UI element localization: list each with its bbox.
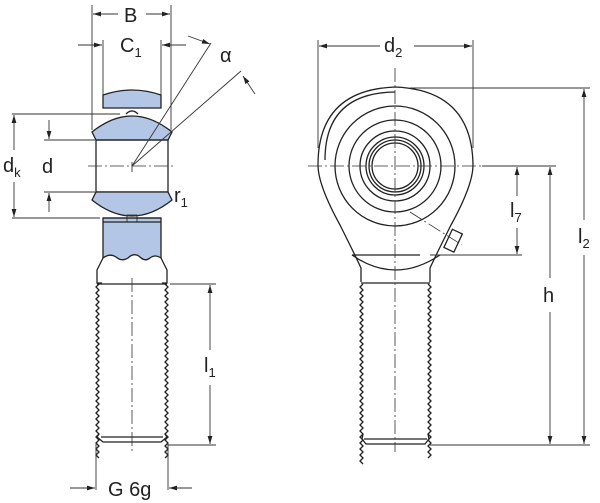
label-l1: l1 [204, 355, 216, 380]
label-d: d [42, 156, 53, 178]
ball-upper [91, 115, 173, 141]
label-alpha: α [220, 45, 232, 67]
side-section-view [88, 89, 176, 459]
label-C1: C1 [120, 35, 142, 60]
label-l2: l2 [578, 226, 590, 251]
front-view [308, 68, 482, 465]
ball-lower [91, 191, 173, 217]
label-B: B [124, 5, 137, 27]
label-r1: r1 [174, 185, 188, 210]
housing-lower [102, 217, 162, 261]
housing-top [102, 89, 162, 109]
front-view-dimensions: d2 l2 l7 h [317, 35, 590, 446]
label-d2: d2 [384, 35, 402, 60]
side-view-dimensions: B C1 α dk d r1 l1 [3, 5, 256, 501]
label-dk: dk [3, 155, 21, 180]
label-h: h [543, 285, 554, 307]
label-l7: l7 [510, 200, 522, 225]
label-thread: G 6g [108, 479, 151, 501]
